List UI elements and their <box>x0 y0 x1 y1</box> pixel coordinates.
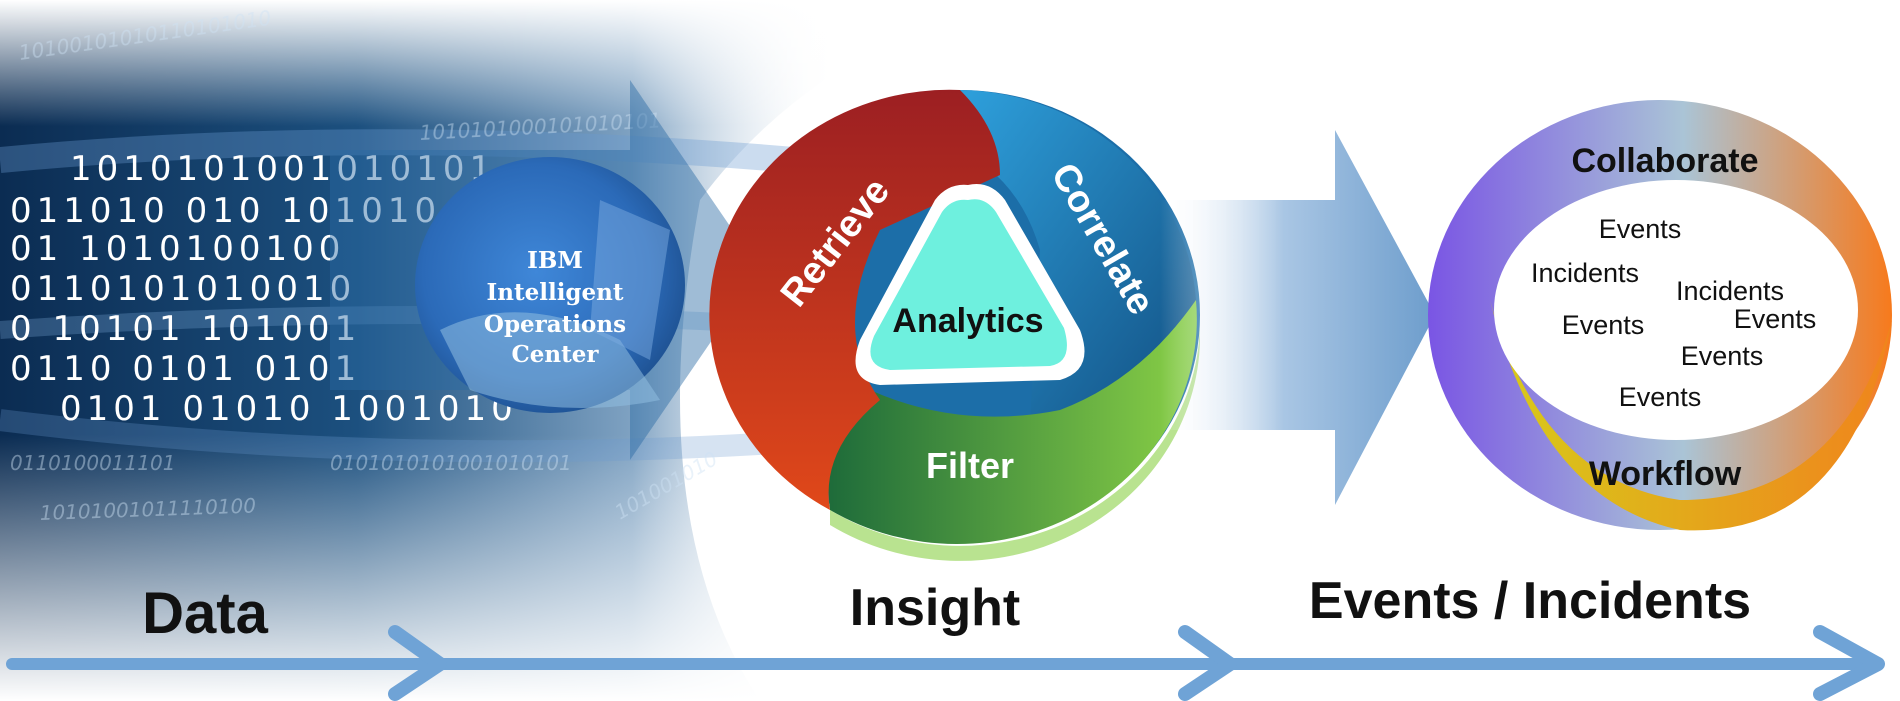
ring-word-events-4: Events <box>1681 341 1764 371</box>
ioc-logo-line1: IBM <box>527 247 583 274</box>
binary-row: 011010 010 101010 <box>10 191 441 231</box>
stage-label-insight: Insight <box>850 579 1020 637</box>
filter-label: Filter <box>926 445 1014 486</box>
events-ring: Collaborate Workflow Events Incidents In… <box>1428 100 1892 531</box>
binary-row: 01 1010100100 <box>10 229 345 269</box>
insight-to-events-arrow <box>1160 130 1435 505</box>
ring-word-incidents-2: Incidents <box>1676 276 1784 306</box>
stage-label-events: Events / Incidents <box>1309 572 1751 630</box>
binary-row: 0110101010010 <box>10 269 356 309</box>
binary-row: 0 10101 101001 <box>10 309 361 349</box>
ibm-ioc-logo: IBM Intelligent Operations Center <box>415 157 685 413</box>
retrieve-segment <box>709 89 1000 511</box>
ring-word-events-1: Events <box>1599 214 1682 244</box>
binary-row: 0110 0101 0101 <box>10 349 361 389</box>
binary-row: 0101 01010 1001010 <box>60 389 518 429</box>
ring-word-events-3: Events <box>1734 304 1817 334</box>
collaborate-label: Collaborate <box>1571 142 1758 180</box>
analytics-cycle: Analytics Retrieve Correlate Filter <box>709 89 1201 561</box>
ioc-logo-line4: Center <box>511 341 599 368</box>
ring-word-events-2: Events <box>1562 310 1645 340</box>
ring-word-incidents-1: Incidents <box>1531 258 1639 288</box>
binary-row: 1010101001010101 <box>70 149 496 189</box>
correlate-segment <box>960 90 1196 421</box>
workflow-label: Workflow <box>1589 455 1742 493</box>
timeline-arrow <box>6 625 1885 701</box>
faint-binary-row: 0110100011101 <box>10 451 175 475</box>
faint-binary-row: 0101010101001010101 <box>330 451 572 475</box>
ioc-logo-line3: Operations <box>484 311 626 338</box>
analytics-label: Analytics <box>892 302 1043 340</box>
stage-label-data: Data <box>142 581 268 646</box>
ioc-logo-line2: Intelligent <box>486 279 623 306</box>
ring-word-events-5: Events <box>1619 382 1702 412</box>
filter-segment <box>828 300 1197 545</box>
